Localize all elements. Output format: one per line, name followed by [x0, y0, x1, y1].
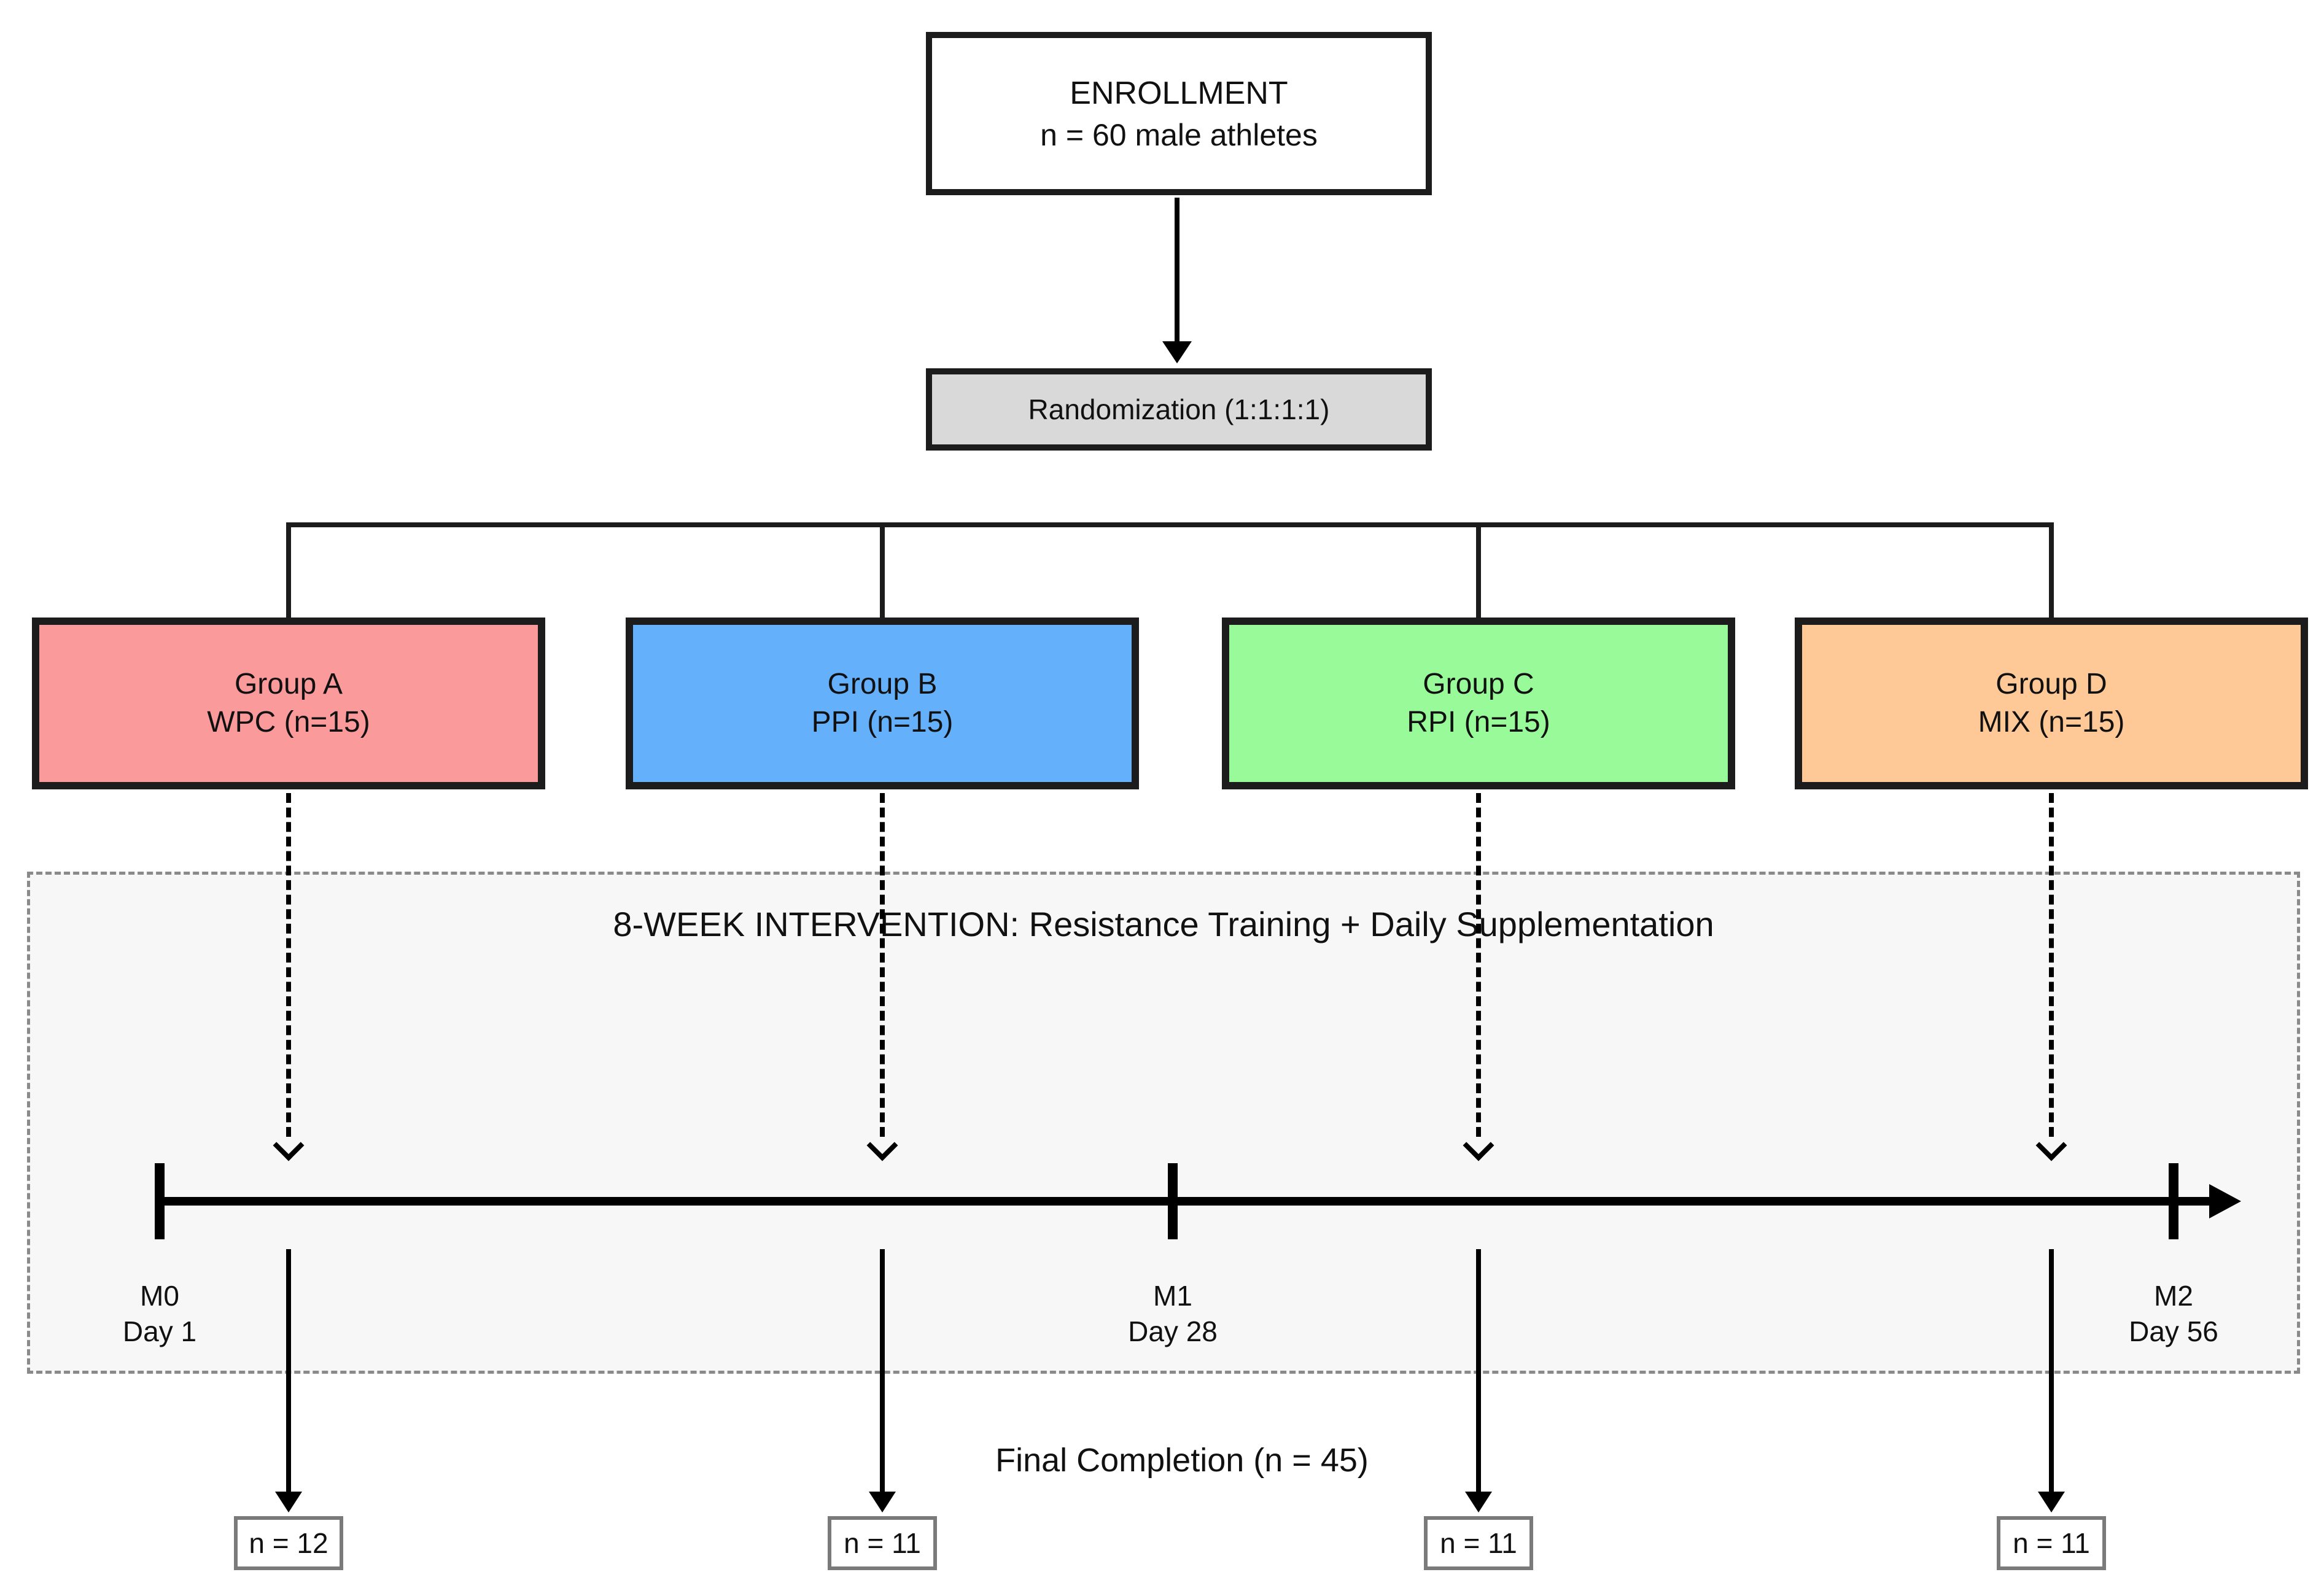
arrow-right-icon — [2209, 1184, 2241, 1218]
milestone-m2-day: Day 56 — [2129, 1315, 2218, 1347]
group-b-completion-box: n = 11 — [828, 1516, 937, 1570]
group-a-completion-box: n = 12 — [234, 1516, 343, 1570]
arrow-down-icon — [869, 1492, 896, 1512]
milestone-m1-day: Day 28 — [1128, 1315, 1218, 1347]
group-d-name: Group D — [1996, 668, 2107, 700]
group-a-completion-line — [286, 1249, 291, 1495]
arrow-down-icon — [2038, 1492, 2065, 1512]
arrow-down-icon — [1465, 1492, 1492, 1512]
milestone-m1-code: M1 — [1153, 1280, 1192, 1312]
group-d-box: Group D MIX (n=15) — [1795, 618, 2308, 789]
branch-drop-group-b — [880, 522, 885, 619]
randomization-label: Randomization (1:1:1:1) — [1028, 393, 1330, 425]
group-b-detail: PPI (n=15) — [811, 706, 954, 738]
group-b-name: Group B — [827, 668, 938, 700]
branch-drop-group-c — [1476, 522, 1481, 619]
group-c-dashed-line — [1476, 793, 1481, 1137]
milestone-m0-day: Day 1 — [122, 1315, 197, 1347]
group-c-detail: RPI (n=15) — [1407, 706, 1550, 738]
enrollment-title: ENROLLMENT — [1070, 76, 1288, 111]
enrollment-to-randomization-line — [1175, 198, 1179, 343]
group-a-detail: WPC (n=15) — [207, 706, 370, 738]
milestone-m2-code: M2 — [2154, 1280, 2193, 1312]
group-c-completion-box: n = 11 — [1424, 1516, 1533, 1570]
group-d-dashed-line — [2049, 793, 2054, 1137]
group-a-name: Group A — [234, 668, 343, 700]
group-d-completion-line — [2049, 1249, 2054, 1495]
group-d-detail: MIX (n=15) — [1978, 706, 2125, 738]
enrollment-subtitle: n = 60 male athletes — [1040, 118, 1318, 152]
group-c-name: Group C — [1423, 668, 1534, 700]
group-c-completion-line — [1476, 1249, 1481, 1495]
branch-drop-group-d — [2049, 522, 2054, 619]
arrow-down-icon — [1162, 341, 1192, 363]
randomization-box: Randomization (1:1:1:1) — [926, 368, 1432, 451]
branch-drop-group-a — [286, 522, 291, 619]
group-b-completion-line — [880, 1249, 885, 1495]
final-completion-label: Final Completion (n = 45) — [995, 1442, 1369, 1479]
milestone-m0-code: M0 — [140, 1280, 179, 1312]
timeline-tick-m2 — [2169, 1163, 2178, 1239]
timeline-tick-m1 — [1168, 1163, 1178, 1239]
arrow-down-icon — [275, 1492, 302, 1512]
group-d-completion-box: n = 11 — [1997, 1516, 2106, 1570]
timeline-tick-m0 — [155, 1163, 165, 1239]
group-b-dashed-line — [880, 793, 885, 1137]
milestone-m2-label: M2 Day 56 — [2081, 1278, 2266, 1349]
enrollment-box: ENROLLMENT n = 60 male athletes — [926, 32, 1432, 195]
group-a-box: Group A WPC (n=15) — [32, 618, 545, 789]
group-c-box: Group C RPI (n=15) — [1222, 618, 1735, 789]
milestone-m0-label: M0 Day 1 — [68, 1278, 252, 1349]
timeline-axis — [158, 1197, 2213, 1206]
group-b-box: Group B PPI (n=15) — [626, 618, 1139, 789]
branch-horizontal-line — [286, 522, 2054, 527]
intervention-box: 8-WEEK INTERVENTION: Resistance Training… — [27, 872, 2300, 1374]
group-a-dashed-line — [286, 793, 291, 1137]
intervention-title: 8-WEEK INTERVENTION: Resistance Training… — [613, 905, 1714, 943]
milestone-m1-label: M1 Day 28 — [1081, 1278, 1265, 1349]
